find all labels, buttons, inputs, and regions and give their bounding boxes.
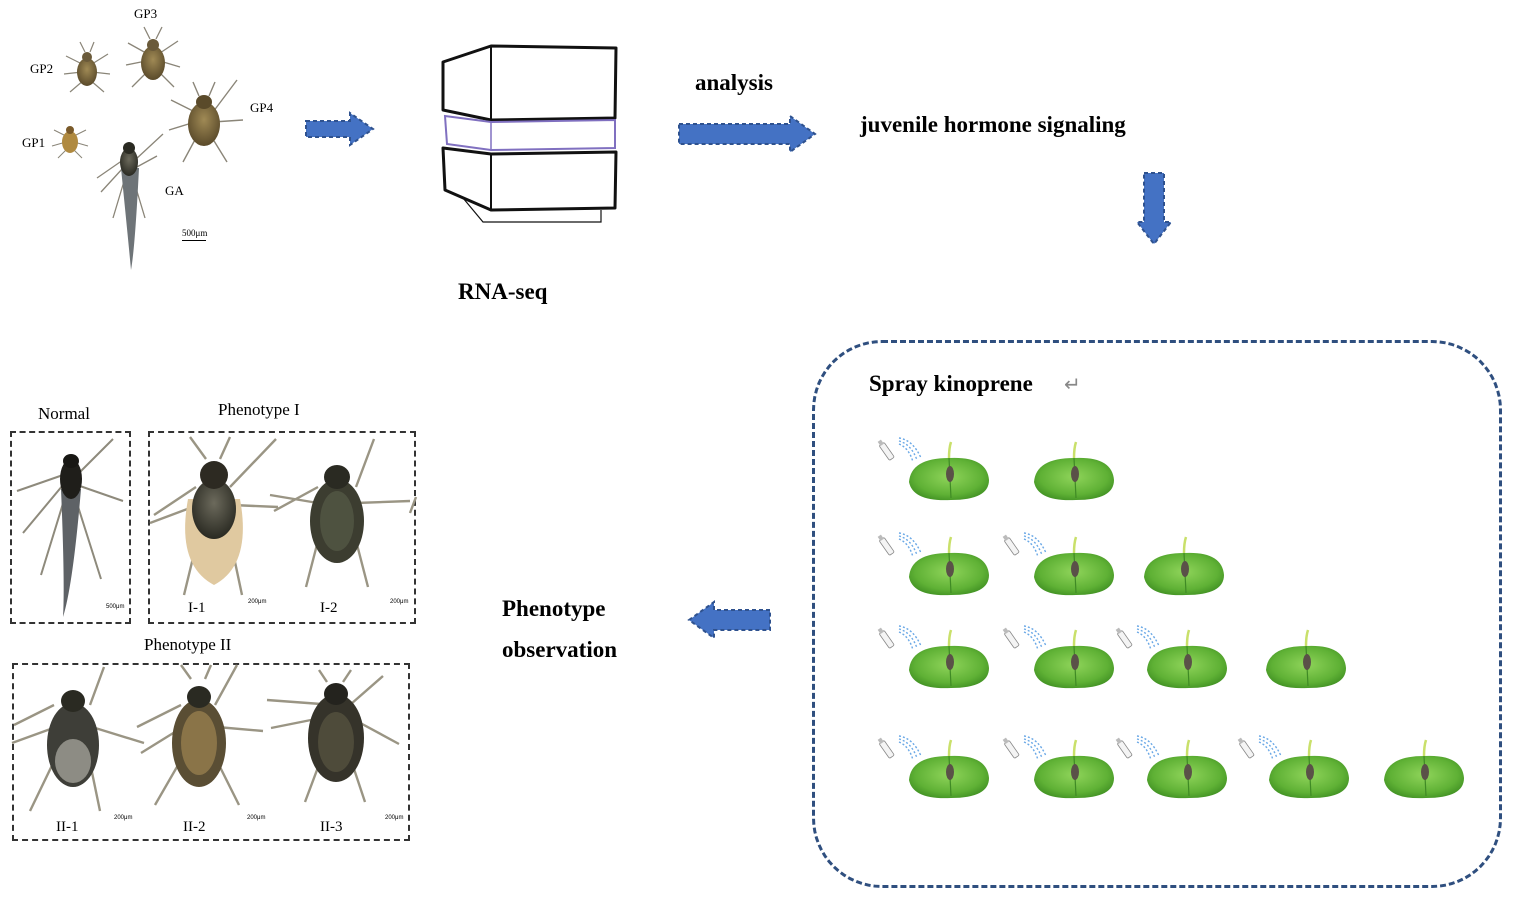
- phenotype-i-box: [148, 431, 416, 624]
- spray-bottle-icon: [877, 437, 922, 463]
- jh-signaling-label: juvenile hormone signaling: [860, 112, 1126, 137]
- leaf-with-aphid-icon: [1147, 629, 1227, 689]
- stage-label-gp3: GP3: [134, 6, 158, 21]
- arrow-stages-to-rnaseq: [305, 111, 375, 147]
- spray-bottle-icon: [1002, 532, 1047, 558]
- insect-gp4-icon: [168, 79, 244, 163]
- phenotype-observation-line2: observation: [502, 637, 617, 662]
- stage-label-gp1: GP1: [22, 135, 46, 150]
- insect-ii-2-icon: [136, 664, 264, 806]
- spray-bottle-icon: [1002, 735, 1047, 761]
- insect-gp1-icon: [51, 126, 89, 159]
- insect-gp2-icon: [63, 41, 111, 93]
- scale-bar: [182, 240, 206, 241]
- ii-3-scale: 200μm: [385, 815, 404, 821]
- label-ii-2: II-2: [183, 819, 206, 835]
- developmental-stages-figure: GP3 GP2 GP4 GP1 GA 500μm: [0, 0, 290, 280]
- arrow-jh-to-spray: [1134, 172, 1174, 246]
- leaf-with-aphid-icon: [1266, 629, 1346, 689]
- insect-ga-icon: [96, 133, 164, 270]
- leaf-with-aphid-icon: [909, 739, 989, 799]
- insect-i-1-icon: [149, 436, 279, 596]
- stage-label-gp2: GP2: [30, 61, 54, 76]
- spray-kinoprene-label: Spray kinoprene: [869, 371, 1033, 396]
- leaf-with-aphid-icon: [909, 536, 989, 596]
- spray-bottle-icon: [877, 625, 922, 651]
- leaf-with-aphid-icon: [1034, 629, 1114, 689]
- phenotype-figure: Normal Phenotype I Phenotype II 500μm I-…: [0, 395, 430, 855]
- leaf-with-aphid-icon: [1147, 739, 1227, 799]
- spray-kinoprene-panel: [812, 340, 1502, 888]
- spray-bottle-icon: [877, 532, 922, 558]
- normal-box: [10, 431, 131, 624]
- leaf-with-aphid-icon: [1384, 739, 1464, 799]
- stage-label-ga: GA: [165, 183, 184, 198]
- phenotype-observation-line1: Phenotype: [502, 596, 606, 621]
- scale-bar-label: 500μm: [182, 228, 208, 238]
- spray-bottle-icon: [877, 735, 922, 761]
- leaf-with-aphid-icon: [909, 629, 989, 689]
- phenotype-i-title: Phenotype I: [218, 400, 300, 419]
- label-i-1: I-1: [188, 600, 206, 616]
- normal-title: Normal: [38, 404, 90, 423]
- phenotype-ii-box: [12, 663, 410, 841]
- leaf-with-aphid-icon: [1034, 739, 1114, 799]
- phenotype-ii-title: Phenotype II: [144, 635, 232, 654]
- analysis-label: analysis: [695, 70, 773, 95]
- ii-1-scale: 200μm: [114, 815, 133, 821]
- insect-normal-icon: [16, 438, 124, 617]
- spray-bottle-icon: [1115, 625, 1160, 651]
- ii-2-scale: 200μm: [247, 815, 266, 821]
- rnaseq-label: RNA-seq: [458, 279, 548, 304]
- leaf-with-aphid-icon: [909, 441, 989, 501]
- stage-label-gp4: GP4: [250, 100, 274, 115]
- i-2-scale: 200μm: [390, 599, 409, 605]
- insect-gp3-icon: [125, 26, 181, 88]
- return-glyph-icon: ↵: [1064, 372, 1081, 396]
- spray-bottle-icon: [1115, 735, 1160, 761]
- arrow-spray-to-phenotype: [687, 600, 771, 640]
- leaf-with-aphid-icon: [1034, 536, 1114, 596]
- normal-scale: 500μm: [106, 604, 125, 610]
- spray-bottle-icon: [1237, 735, 1282, 761]
- label-ii-3: II-3: [320, 819, 343, 835]
- insect-i-2-icon: [269, 438, 418, 588]
- leaf-with-aphid-icon: [1034, 441, 1114, 501]
- i-1-scale: 200μm: [248, 599, 267, 605]
- insect-ii-1-icon: [11, 666, 145, 812]
- sequencer-icon: [441, 44, 618, 223]
- label-ii-1: II-1: [56, 819, 79, 835]
- leaf-with-aphid-icon: [1269, 739, 1349, 799]
- arrow-rnaseq-to-jh: [678, 114, 817, 154]
- spray-bottle-icon: [1002, 625, 1047, 651]
- label-i-2: I-2: [320, 600, 338, 616]
- leaf-with-aphid-icon: [1144, 536, 1224, 596]
- insect-ii-3-icon: [266, 669, 400, 803]
